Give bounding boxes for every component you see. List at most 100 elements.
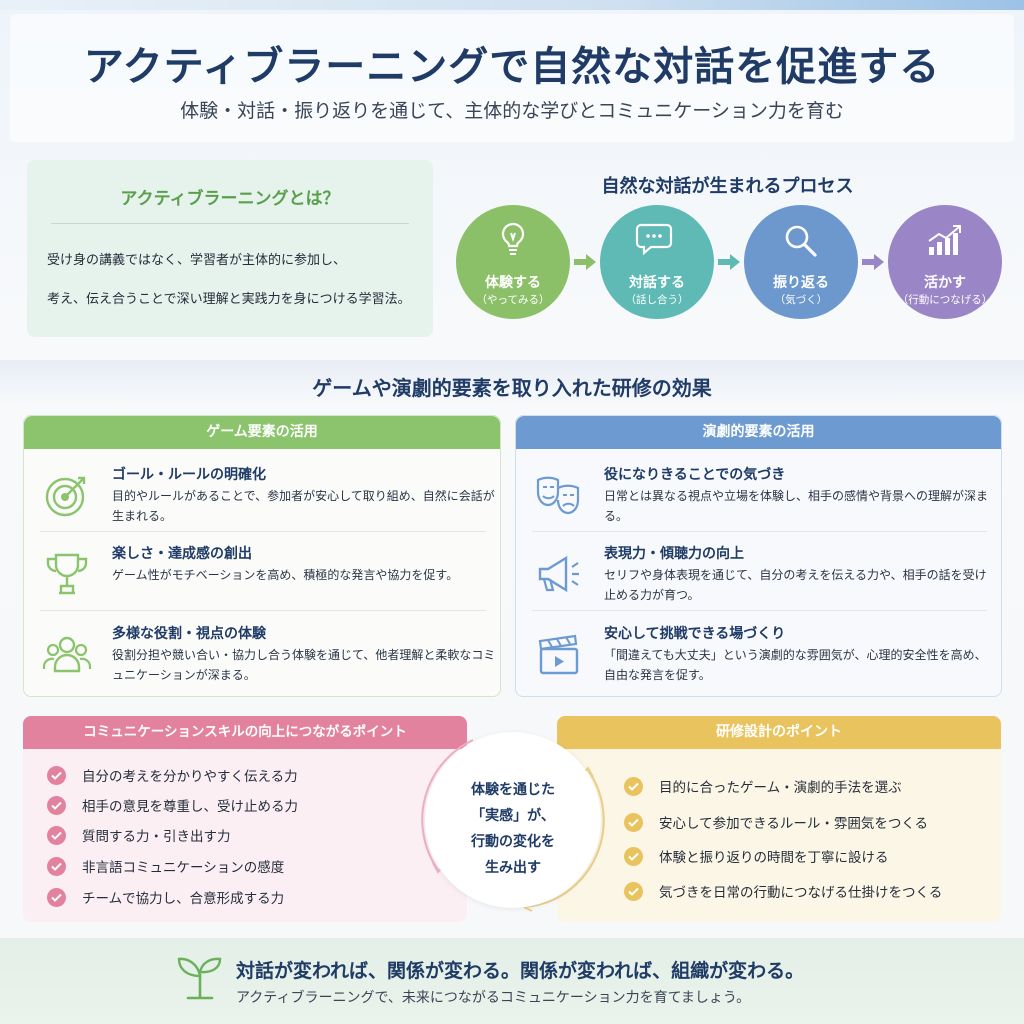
- item-title: 楽しさ・達成感の創出: [112, 546, 252, 562]
- effects-title: ゲームや演劇的要素を取り入れた研修の効果: [312, 376, 712, 400]
- check-icon: [47, 887, 66, 907]
- drama-item: 表現力・傾聴力の向上 セリフや身体表現を通じて、自分の考えを伝える力や、相手の話…: [516, 543, 1001, 621]
- item-title: 安心して挑戦できる場づくり: [604, 626, 786, 642]
- trophy-icon: [46, 553, 88, 595]
- drama-elements-panel: 演劇的要素の活用 役になりきることでの気づき 日常とは異なる視点や立場を体験し、…: [515, 415, 1002, 697]
- design-item: 目的に合ったゲーム・演劇的手法を選ぶ: [624, 776, 902, 796]
- skills-header: コミュニケーションスキルの向上につながるポイント: [23, 716, 467, 749]
- skill-text: チームで協力し、合意形成する力: [82, 891, 285, 907]
- skills-box: コミュニケーションスキルの向上につながるポイント: [23, 716, 467, 922]
- item-desc: 「間違えても大丈夫」という演劇的な雰囲気が、心理的安全性を高め、自由な発言を促す…: [604, 648, 987, 682]
- design-text: 体験と振り返りの時間を丁寧に設ける: [659, 850, 889, 866]
- check-icon: [47, 765, 66, 785]
- design-header: 研修設計のポイント: [557, 716, 1001, 749]
- sprout-icon: [177, 957, 222, 1000]
- divider: [40, 610, 486, 611]
- process-step-sub: （やってみる）: [476, 294, 550, 306]
- item-desc: 役割分担や競い合い・協力し合う体験を通じて、他者理解と柔軟なコミュニケーションが…: [112, 648, 496, 682]
- intro-line-2: 考え、伝え合うことで深い理解と実践力を身につける学習法。: [47, 292, 411, 307]
- top-accent-bar: [0, 0, 1024, 10]
- check-icon: [624, 846, 643, 866]
- design-item: 安心して参加できるルール・雰囲気をつくる: [624, 812, 928, 832]
- skill-item: 自分の考えを分かりやすく伝える力: [47, 765, 298, 785]
- design-item: 体験と振り返りの時間を丁寧に設ける: [624, 846, 889, 866]
- drama-panel-header: 演劇的要素の活用: [516, 416, 1001, 449]
- process-step-sub: （話し合う）: [625, 294, 689, 306]
- arrow-right-icon: [574, 254, 596, 270]
- header-card: [10, 14, 1014, 142]
- item-desc: セリフや身体表現を通じて、自分の考えを伝える力や、相手の話を受け止める力が育つ。: [604, 568, 987, 602]
- item-title: ゴール・ルールの明確化: [112, 467, 266, 483]
- skill-text: 非言語コミュニケーションの感度: [82, 860, 285, 876]
- skill-text: 質問する力・引き出す力: [82, 829, 231, 845]
- item-title: 多様な役割・視点の体験: [112, 626, 266, 642]
- theater-masks-icon: [536, 476, 580, 515]
- process-step-sub: （行動につなげる）: [897, 294, 993, 306]
- skill-item: 相手の意見を尊重し、受け止める力: [47, 795, 298, 815]
- arrow-right-icon: [862, 254, 884, 270]
- process-step-apply: 活かす （行動につなげる）: [888, 205, 1002, 319]
- process-step-label: 活かす: [924, 275, 966, 291]
- skill-text: 自分の考えを分かりやすく伝える力: [82, 769, 298, 785]
- footer-title: 対話が変われば、関係が変わる。関係が変われば、組織が変わる。: [236, 960, 805, 982]
- game-panel-header: ゲーム要素の活用: [24, 416, 500, 449]
- growth-chart-icon: [928, 225, 961, 255]
- design-text: 安心して参加できるルール・雰囲気をつくる: [659, 816, 929, 832]
- design-text: 目的に合ったゲーム・演劇的手法を選ぶ: [659, 780, 902, 796]
- check-icon: [47, 856, 66, 876]
- game-elements-panel: ゲーム要素の活用 ゴール・ルールの明確化 目的やルールがあることで、参加者が安心…: [23, 415, 501, 697]
- drama-item: 役になりきることでの気づき 日常とは異なる視点や立場を体験し、相手の感情や背景へ…: [516, 464, 1001, 542]
- intro-line-1: 受け身の講義ではなく、学習者が主体的に参加し、: [47, 253, 347, 268]
- drama-item: 安心して挑戦できる場づくり 「間違えても大丈夫」という演劇的な雰囲気が、心理的安…: [516, 623, 1001, 701]
- item-desc: 日常とは異なる視点や立場を体験し、相手の感情や背景への理解が深まる。: [604, 489, 989, 523]
- check-icon: [47, 795, 66, 815]
- lightbulb-icon: [501, 222, 525, 255]
- center-line-3: 行動の変化を: [471, 834, 555, 850]
- process-step-label: 振り返る: [773, 275, 829, 291]
- game-item: ゴール・ルールの明確化 目的やルールがあることで、参加者が安心して取り組め、自然…: [24, 464, 500, 542]
- megaphone-icon: [538, 555, 579, 593]
- skill-item: チームで協力し、合意形成する力: [47, 887, 284, 907]
- center-line-4: 生み出す: [485, 860, 541, 876]
- process-step-experience: 体験する （やってみる）: [456, 205, 570, 319]
- process-step-sub: （気づく）: [774, 294, 828, 306]
- footer-subtitle: アクティブラーニングで、未来につながるコミュニケーション力を育てましょう。: [236, 990, 751, 1006]
- check-icon: [624, 881, 643, 901]
- design-text: 気づきを日常の行動につなげる仕掛けをつくる: [659, 885, 943, 901]
- divider: [40, 531, 486, 532]
- item-title: 役になりきることでの気づき: [604, 467, 786, 483]
- process-step-reflect: 振り返る （気づく）: [744, 205, 858, 319]
- item-desc: 目的やルールがあることで、参加者が安心して取り組め、自然に会話が生まれる。: [112, 489, 495, 523]
- footer-band: [0, 938, 1024, 1024]
- process-title: 自然な対話が生まれるプロセス: [601, 176, 854, 197]
- arrow-right-icon: [718, 254, 740, 270]
- game-item: 楽しさ・達成感の創出 ゲーム性がモチベーションを高め、積極的な発言や協力を促す。: [24, 543, 500, 621]
- center-line-2: 「実感」が、: [471, 808, 555, 824]
- divider: [532, 610, 987, 611]
- item-desc: ゲーム性がモチベーションを高め、積極的な発言や協力を促す。: [112, 568, 459, 582]
- center-line-1: 体験を通じた: [471, 782, 555, 798]
- magnifier-icon: [785, 225, 817, 257]
- clapperboard-icon: [538, 634, 579, 675]
- design-item: 気づきを日常の行動につなげる仕掛けをつくる: [624, 881, 942, 901]
- check-icon: [624, 812, 643, 832]
- section-band: [0, 360, 1024, 404]
- process-step-label: 体験する: [485, 275, 541, 291]
- intro-divider: [51, 223, 409, 224]
- game-item: 多様な役割・視点の体験 役割分担や競い合い・協力し合う体験を通じて、他者理解と柔…: [24, 623, 500, 701]
- process-step-dialogue: 対話する （話し合う）: [600, 205, 714, 319]
- intro-title: アクティブラーニングとは？: [120, 189, 340, 209]
- skill-item: 非言語コミュニケーションの感度: [47, 856, 284, 876]
- intro-box: アクティブラーニングとは？: [27, 160, 433, 337]
- skill-item: 質問する力・引き出す力: [47, 825, 231, 845]
- skill-text: 相手の意見を尊重し、受け止める力: [82, 799, 298, 815]
- divider: [532, 531, 987, 532]
- item-title: 表現力・傾聴力の向上: [604, 546, 744, 562]
- check-icon: [624, 776, 643, 796]
- process-step-label: 対話する: [629, 275, 685, 291]
- chat-bubbles-icon: [635, 223, 673, 256]
- check-icon: [47, 825, 66, 845]
- people-group-icon: [42, 636, 92, 673]
- page-title: アクティブラーニングで自然な対話を促進する: [83, 44, 941, 90]
- target-icon: [45, 476, 86, 517]
